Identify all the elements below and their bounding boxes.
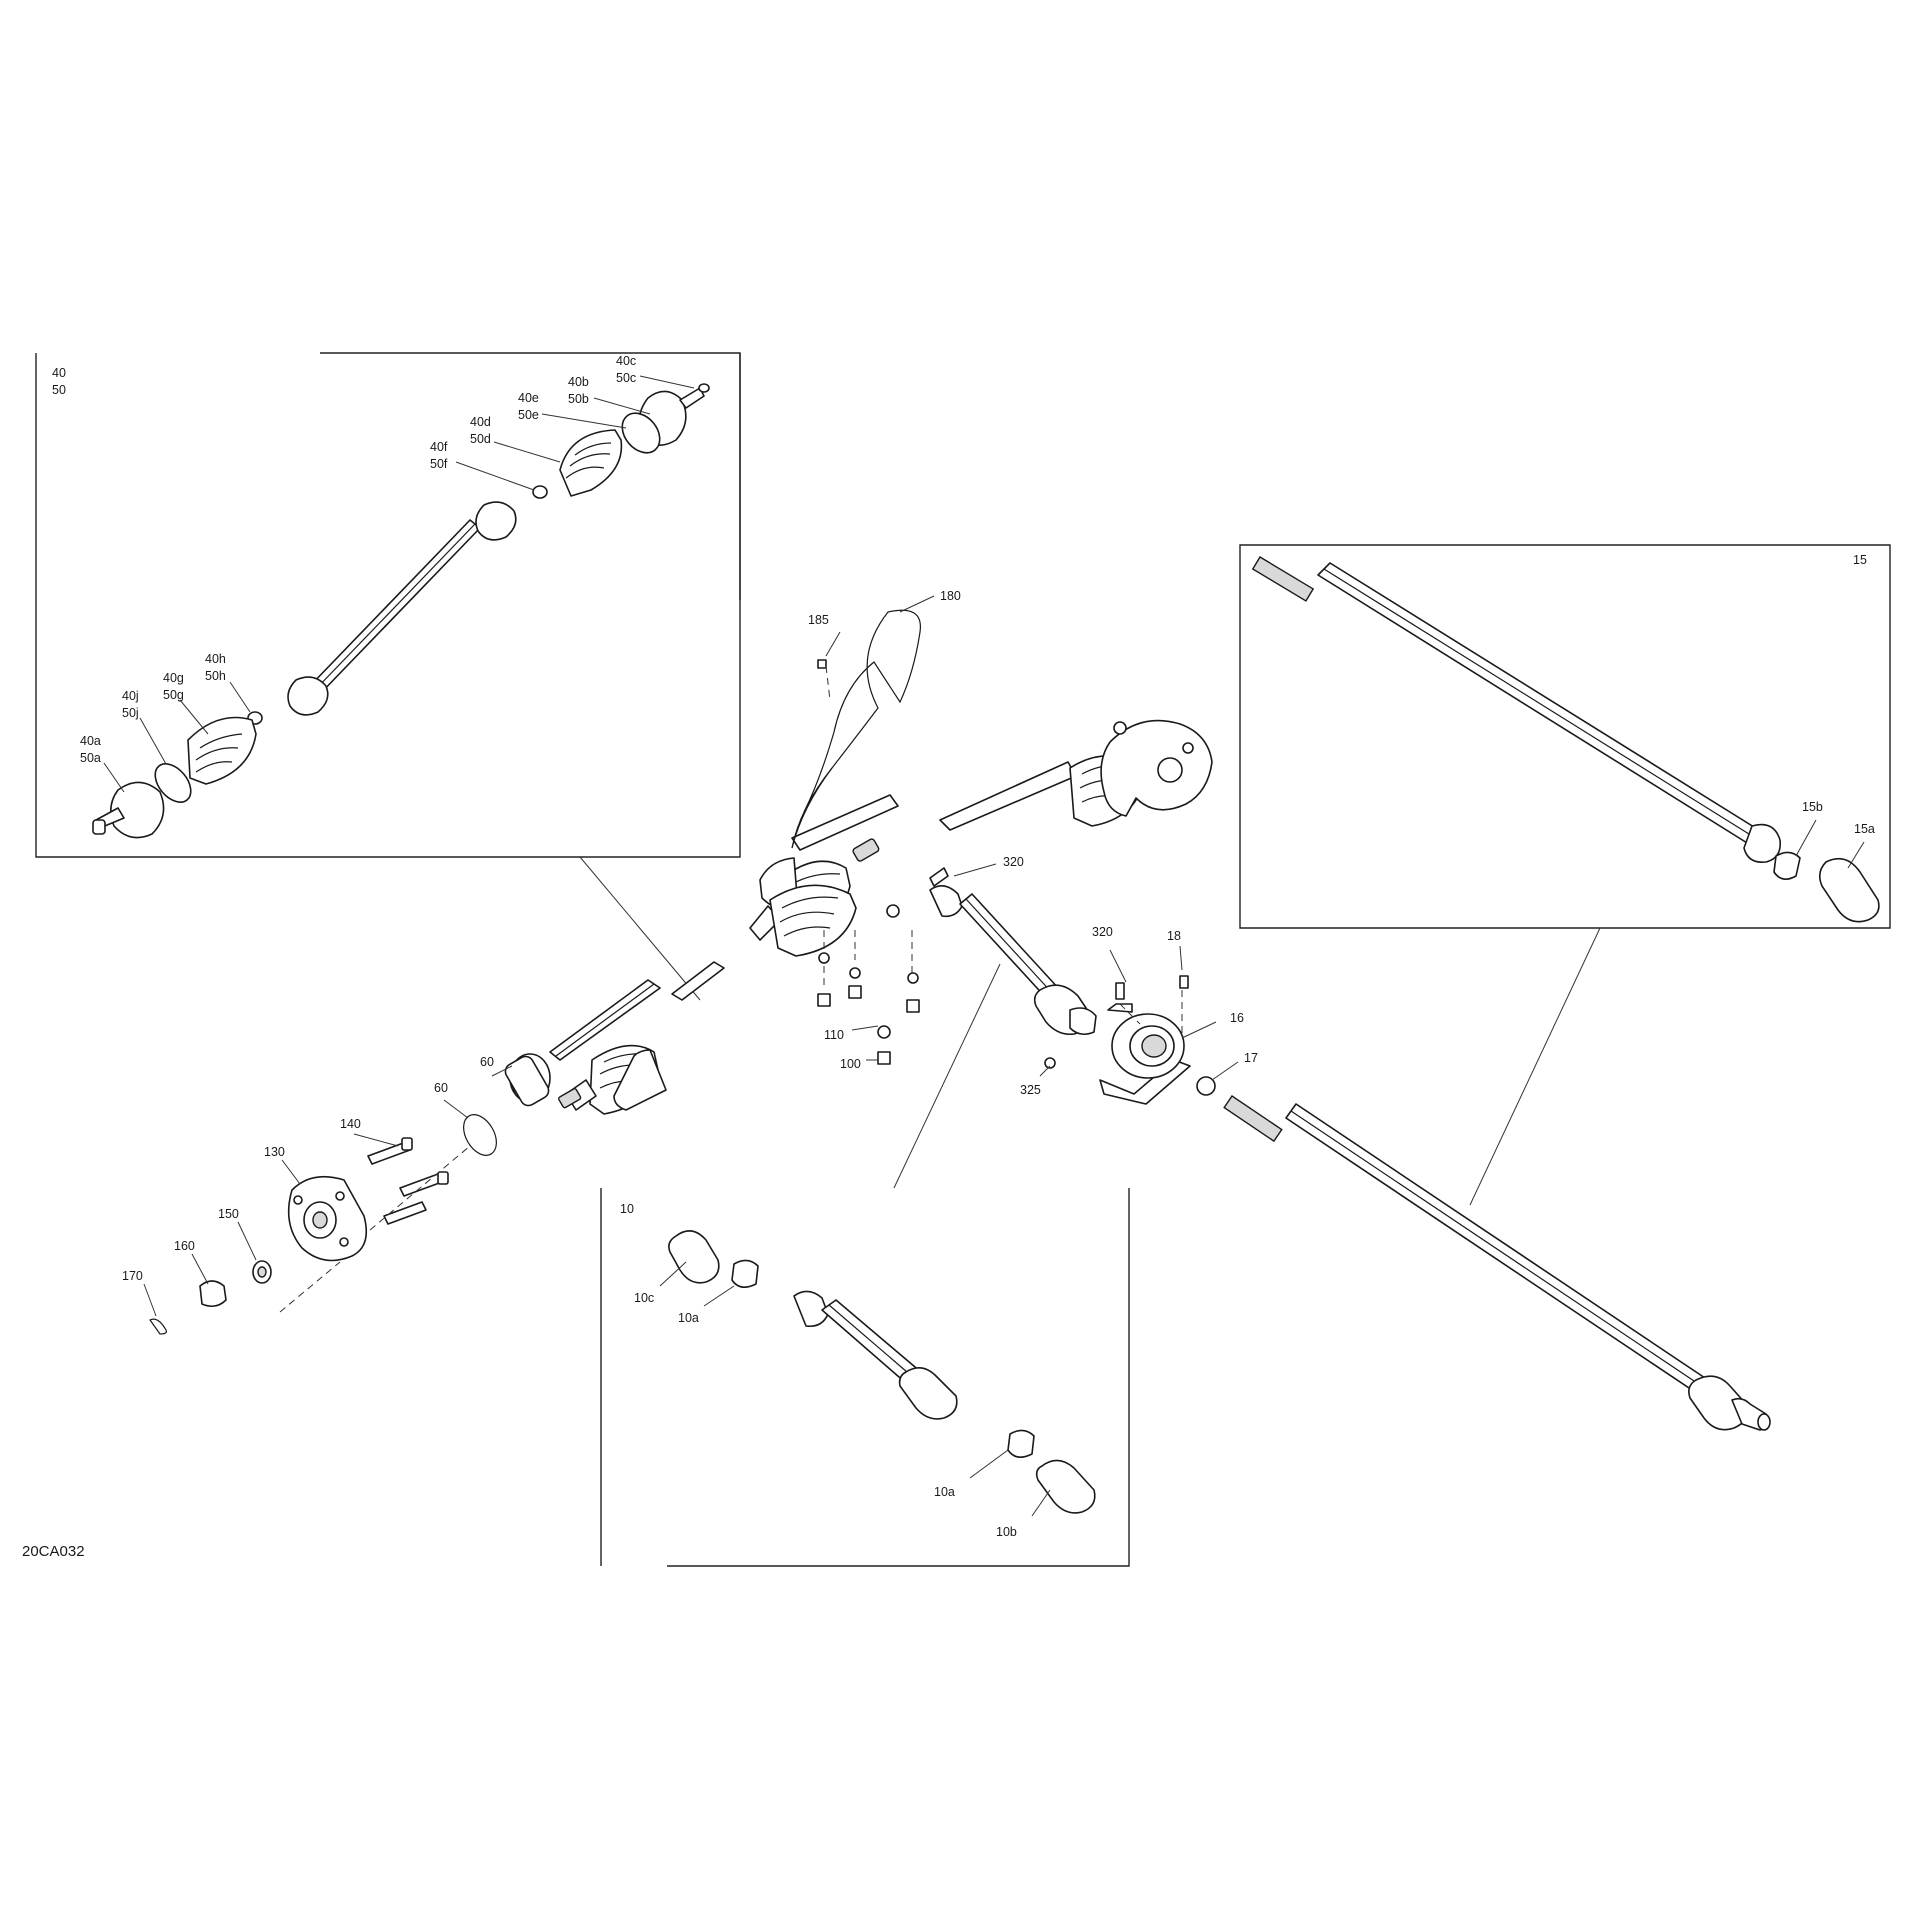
callout-150: 150 xyxy=(218,1207,239,1221)
callout-130: 130 xyxy=(264,1145,285,1159)
yoke-15a-part xyxy=(1818,857,1880,923)
callout-40j: 40j xyxy=(122,689,139,703)
front-shaft-detail-box: 10 10c 10a 10a 10b xyxy=(600,1188,1130,1567)
detail-box-leader xyxy=(579,856,701,1001)
callout-50d: 50d xyxy=(470,432,491,446)
callout-15a: 15a xyxy=(1854,822,1875,836)
fitting-325-part xyxy=(1044,1057,1056,1069)
callout-17: 17 xyxy=(1244,1051,1258,1065)
front-box-leader xyxy=(893,963,1001,1189)
brake-clip-dash xyxy=(825,665,831,701)
nut-left-part xyxy=(886,904,900,918)
callout-60-bearing: 60 xyxy=(480,1055,494,1069)
callout-325: 325 xyxy=(1020,1083,1041,1097)
wheel-hub-part xyxy=(287,1175,368,1262)
box-id-15: 15 xyxy=(1853,553,1867,567)
callout-10c: 10c xyxy=(634,1291,654,1305)
rear-shaft-long-tube xyxy=(1251,556,1782,864)
wheel-bearing-part xyxy=(504,1053,551,1107)
box-id-40: 40 xyxy=(52,366,66,380)
wheel-studs-part xyxy=(367,1137,449,1225)
steering-knuckle-part xyxy=(1100,719,1213,817)
callout-320-upper: 320 xyxy=(1003,855,1024,869)
main-drive-axle xyxy=(549,719,1213,1115)
clamp-ring-part xyxy=(621,412,661,454)
retaining-ring-part xyxy=(463,1114,497,1156)
callout-160: 160 xyxy=(174,1239,195,1253)
boot-upper-part xyxy=(559,429,623,497)
carrier-bearing-part xyxy=(1099,1013,1191,1105)
callout-185: 185 xyxy=(808,613,829,627)
nut-axis-dash xyxy=(279,1261,341,1313)
clamp-ring-lower-part xyxy=(154,763,192,803)
bolt-18-part xyxy=(1115,982,1125,1000)
small-clamp-part xyxy=(532,485,548,499)
cross-10a-lower-part xyxy=(1007,1429,1035,1458)
callout-320-lower: 320 xyxy=(1092,925,1113,939)
callout-10a-upper: 10a xyxy=(678,1311,699,1325)
callout-50c: 50c xyxy=(616,371,636,385)
center-prop-shaft xyxy=(929,885,1097,1036)
hub-axis-dash xyxy=(369,1145,471,1231)
callout-40e: 40e xyxy=(518,391,539,405)
callout-40g: 40g xyxy=(163,671,184,685)
callout-100: 100 xyxy=(840,1057,861,1071)
rear-box-leader xyxy=(1469,927,1601,1206)
diagram-code: 20CA032 xyxy=(22,1543,85,1560)
cotter-pin-170-part xyxy=(149,1318,167,1335)
callout-50f: 50f xyxy=(430,457,448,471)
callout-40b: 40b xyxy=(568,375,589,389)
callout-15b: 15b xyxy=(1802,800,1823,814)
callout-180: 180 xyxy=(940,589,961,603)
callout-140: 140 xyxy=(340,1117,361,1131)
cross-15b-part xyxy=(1773,851,1801,880)
callout-60-ring: 60 xyxy=(434,1081,448,1095)
front-shaft-tube xyxy=(793,1290,958,1420)
rear-shaft-detail-box: 15 15b 15a xyxy=(1239,544,1891,929)
callout-40h: 40h xyxy=(205,652,226,666)
bolt-18b-part xyxy=(1179,975,1189,989)
callout-40d: 40d xyxy=(470,415,491,429)
callout-50j: 50j xyxy=(122,706,139,720)
rear-propeller-shaft xyxy=(1223,1095,1771,1431)
yoke-10b-part xyxy=(1035,1459,1096,1514)
callout-18: 18 xyxy=(1167,929,1181,943)
axle-detail-box: 40 50 xyxy=(35,352,741,858)
callout-16: 16 xyxy=(1230,1011,1244,1025)
cross-10a-upper-part xyxy=(731,1259,759,1288)
callout-10a-lower: 10a xyxy=(934,1485,955,1499)
circlip-17-part xyxy=(1196,1076,1216,1096)
hardware-cluster xyxy=(817,867,949,1065)
callout-40a: 40a xyxy=(80,734,101,748)
box-id-10: 10 xyxy=(620,1202,634,1216)
callout-170: 170 xyxy=(122,1269,143,1283)
callout-40c: 40c xyxy=(616,354,636,368)
yoke-10c-part xyxy=(668,1230,720,1284)
callout-110: 110 xyxy=(824,1028,844,1042)
callout-50b: 50b xyxy=(568,392,589,406)
callout-10b: 10b xyxy=(996,1525,1017,1539)
callout-50g: 50g xyxy=(163,688,184,702)
axle-shaft-part xyxy=(287,501,517,716)
bolt-320b-part xyxy=(1107,1003,1133,1013)
box-id-50: 50 xyxy=(52,383,66,397)
callout-50h: 50h xyxy=(205,669,226,683)
callout-50a: 50a xyxy=(80,751,101,765)
castle-nut-160-part xyxy=(199,1280,227,1308)
callout-50e: 50e xyxy=(518,408,539,422)
boot-lower-part xyxy=(187,716,257,785)
callout-40f: 40f xyxy=(430,440,448,454)
inner-cv-joint-part xyxy=(92,781,165,839)
